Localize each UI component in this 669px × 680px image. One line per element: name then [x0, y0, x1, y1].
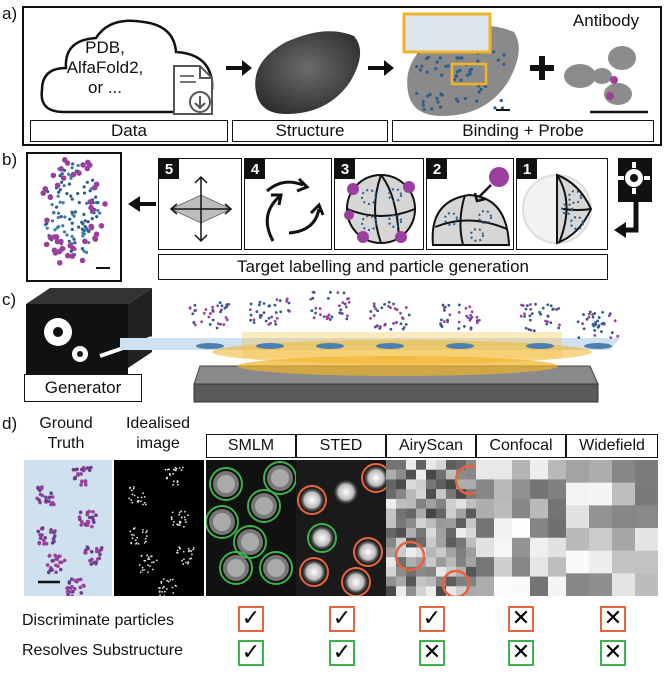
panel-d-letter: d): [2, 414, 18, 433]
binding-probe-label: Binding + Probe: [392, 120, 654, 142]
check-mark-icon: ✓: [419, 606, 445, 632]
cloud-line-3: or ...: [87, 78, 122, 97]
step-2-box: 2: [426, 158, 514, 250]
arrow-left-icon: [128, 196, 156, 212]
cross-mark-icon: ✕: [508, 640, 534, 666]
ground-truth-line-2: Truth: [47, 435, 85, 452]
cross-mark-icon: ✕: [600, 606, 626, 632]
check-mark-icon: ✓: [238, 640, 264, 666]
plus-icon: [530, 56, 554, 80]
sted-image: [296, 460, 386, 596]
idealised-line-1: Idealised: [125, 415, 191, 432]
step-number: 1: [517, 159, 537, 179]
structure-label: Structure: [232, 120, 388, 142]
check-mark-icon: ✓: [329, 640, 355, 666]
structure-image: [255, 31, 361, 115]
smlm-image: [206, 460, 296, 596]
step-4-box: 4: [244, 158, 332, 250]
cross-mark-icon: ✕: [419, 640, 445, 666]
generator-label: Generator: [24, 374, 142, 402]
cloud-line-2: AlfaFold2,: [66, 58, 144, 77]
ground-truth-label: Ground Truth: [22, 414, 110, 454]
modality-airyscan: AiryScan: [386, 434, 476, 458]
idealised-image-label: Idealised image: [112, 414, 204, 454]
ground-truth-line-1: Ground: [39, 415, 93, 432]
step-3-box: 3: [334, 158, 424, 250]
panel-a-letter: a): [2, 4, 18, 23]
arrow-right-icon: [368, 60, 394, 76]
row-label-discriminate: Discriminate particles: [22, 612, 175, 629]
translate-axes-icon: [169, 175, 233, 243]
step-number: 3: [335, 159, 355, 179]
modality-sted: STED: [296, 434, 386, 458]
binding-structure-image: [402, 12, 519, 116]
arrow-right-icon: [226, 60, 252, 76]
document-download-icon: [173, 65, 213, 115]
step-number: 4: [245, 159, 265, 179]
antibody-label: Antibody: [572, 11, 640, 30]
cloud-text: PDB, AlfaFold2, or ...: [50, 38, 160, 98]
modality-widefield: Widefield: [566, 434, 658, 458]
widefield-image: [566, 460, 658, 596]
confocal-image: [476, 460, 566, 596]
labelled-sphere-icon: [344, 174, 416, 244]
cloud-line-1: PDB,: [85, 38, 125, 57]
idealised-image: [114, 460, 204, 596]
data-label: Data: [30, 120, 228, 142]
step-5-box: 5: [158, 158, 242, 250]
check-mark-icon: ✓: [238, 606, 264, 632]
panel-b-letter: b): [2, 150, 18, 169]
microscope-stage-scene: [120, 290, 620, 403]
labelled-particle-image: [40, 157, 110, 269]
row-label-substructure: Resolves Substructure: [22, 642, 183, 659]
cross-mark-icon: ✕: [508, 606, 534, 632]
check-mark-icon: ✓: [329, 606, 355, 632]
surface-sphere-icon: [522, 173, 593, 245]
airyscan-image: [386, 460, 476, 596]
idealised-line-2: image: [136, 435, 180, 452]
antibody-image: [564, 46, 648, 114]
step-1-box: 1: [516, 158, 608, 250]
ground-truth-image: [24, 460, 112, 596]
modality-smlm: SMLM: [206, 434, 296, 458]
rotate-axes-icon: [265, 177, 325, 242]
step-number: 2: [427, 159, 447, 179]
generator-gear-icon: [614, 158, 652, 238]
cross-mark-icon: ✕: [600, 640, 626, 666]
step-number: 5: [159, 159, 179, 179]
probe-binding-icon: [431, 167, 511, 246]
target-labelling-caption: Target labelling and particle generation: [158, 254, 608, 280]
panel-c-letter: c): [2, 290, 17, 309]
modality-confocal: Confocal: [476, 434, 566, 458]
